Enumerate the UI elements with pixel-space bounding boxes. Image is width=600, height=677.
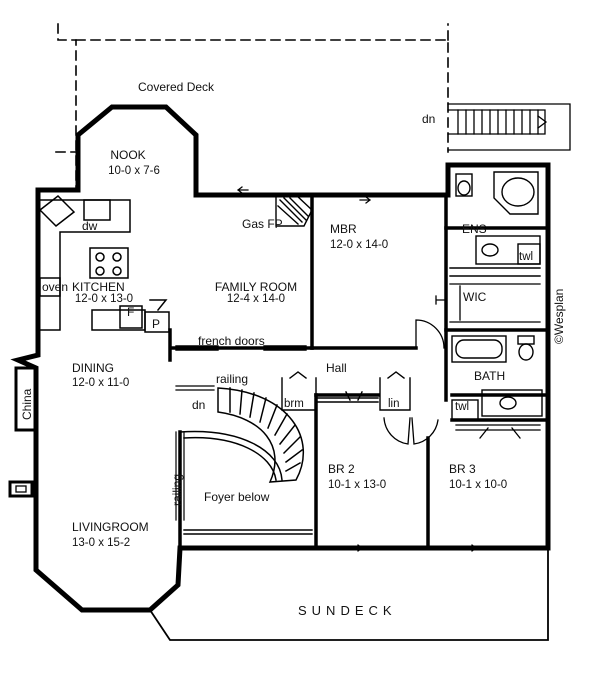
hall-closets (281, 371, 411, 411)
bedroom-closets (455, 424, 541, 439)
fridge-box (119, 305, 143, 329)
china-cabinet (14, 366, 38, 432)
foyer-opening (183, 529, 313, 535)
curved-stair (179, 387, 305, 483)
livingroom-name: LIVINGROOM (72, 520, 149, 534)
bath-twl-label: twl (455, 401, 470, 413)
br3-size: 10-1 x 10-0 (449, 479, 508, 491)
french-doors-label: french doors (198, 334, 265, 348)
mbr-size: 12-0 x 14-0 (330, 239, 389, 251)
bath-fixtures (451, 335, 543, 421)
covered-deck-label: Covered Deck (138, 80, 215, 94)
oven-label: oven (42, 280, 69, 294)
china-label: China (20, 388, 34, 420)
livingroom-size: 13-0 x 15-2 (72, 537, 131, 549)
kitchen-name: KITCHEN (72, 280, 125, 294)
dining-size: 12-0 x 11-0 (72, 377, 130, 389)
railings (175, 385, 215, 521)
kitchen-size: 12-0 x 13-0 (74, 293, 134, 305)
deck-stairs (447, 103, 571, 151)
dining-name: DINING (72, 361, 114, 375)
nook-name: NOOK (110, 148, 146, 162)
fridge-label: F (127, 305, 135, 319)
wic-shelves (449, 283, 541, 323)
brm-label: brm (284, 398, 304, 410)
bathtub (451, 335, 507, 363)
deck-dn-label: dn (422, 112, 436, 126)
br3-name: BR 3 (449, 462, 476, 476)
wic-label: WIC (463, 290, 487, 304)
foyer-label: Foyer below (204, 490, 270, 504)
family-room-name: FAMILY ROOM (214, 280, 298, 294)
railing-side-label: railing (170, 473, 184, 506)
mbr-name: MBR (330, 222, 357, 236)
direction-arrows (237, 186, 477, 552)
kitchen-fixtures (38, 195, 170, 333)
pantry-box (144, 311, 170, 333)
gas-fireplace (275, 194, 313, 227)
family-room-size: 12-4 x 14-0 (226, 293, 286, 305)
covered-deck-outline (35, 23, 449, 191)
ens-label: ENS (462, 222, 487, 236)
br2-size: 10-1 x 13-0 (328, 479, 387, 491)
bath-vanity (481, 389, 543, 417)
french-doors (175, 345, 307, 351)
ensuite-fixtures (449, 171, 541, 277)
pantry-label: P (152, 317, 161, 331)
br2-name: BR 2 (328, 462, 355, 476)
hall-label: Hall (326, 361, 347, 375)
sundeck-outline (148, 547, 549, 641)
gas-fp-label: Gas FP (242, 217, 283, 231)
stair-dn-label: dn (192, 398, 206, 412)
sundeck-label: SUNDECK (298, 603, 397, 618)
nook-size: 10-0 x 7-6 (108, 165, 160, 177)
railing-top-label: railing (216, 372, 249, 386)
bath-label: BATH (474, 369, 506, 383)
cooktop (89, 247, 129, 279)
hall-doors (383, 295, 447, 445)
dw-label: dw (82, 219, 98, 233)
ens-twl-label: twl (519, 251, 534, 263)
lin-label: lin (388, 398, 400, 410)
copyright-label: ©Wesplan (552, 288, 566, 344)
living-fireplace (8, 480, 34, 498)
